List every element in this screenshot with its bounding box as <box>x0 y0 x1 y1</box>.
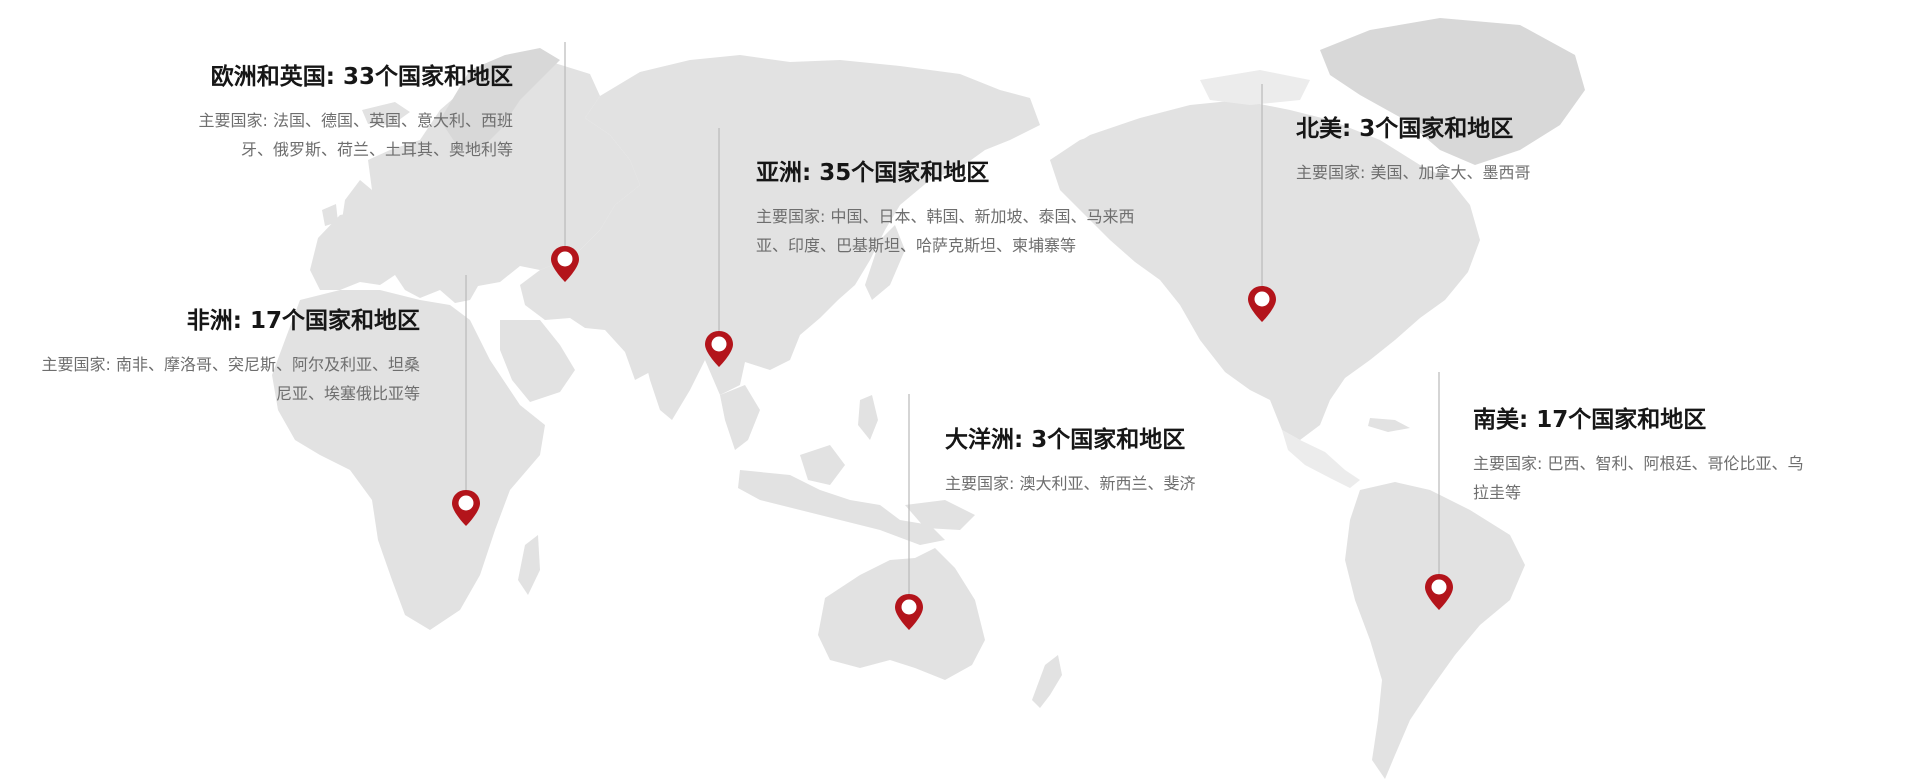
region-title: 欧洲和英国: 33个国家和地区 <box>210 64 513 90</box>
map-pin-icon[interactable] <box>703 329 735 369</box>
continent-africa <box>272 290 545 630</box>
region-countries: 主要国家: 美国、加拿大、墨西哥 <box>1296 163 1531 182</box>
region-arabia <box>500 320 575 402</box>
region-central-america <box>1282 430 1360 488</box>
island-madagascar <box>518 535 540 595</box>
region-countries: 主要国家: 法国、德国、英国、意大利、西班牙、俄罗斯、荷兰、土耳其、奥地利等 <box>198 111 513 159</box>
region-southeast-asia <box>720 385 760 450</box>
continent-europe <box>310 60 640 303</box>
map-pin-icon[interactable] <box>1246 284 1278 324</box>
islands-arctic-canada <box>1200 70 1310 105</box>
region-label-asia: 亚洲: 35个国家和地区 主要国家: 中国、日本、韩国、新加坡、泰国、马来西亚、… <box>756 158 1176 260</box>
region-label-north-america: 北美: 3个国家和地区 主要国家: 美国、加拿大、墨西哥 <box>1296 114 1696 187</box>
continent-north-america <box>1050 100 1480 440</box>
region-title: 南美: 17个国家和地区 <box>1473 407 1707 433</box>
region-title: 非洲: 17个国家和地区 <box>186 308 420 334</box>
island-ireland <box>322 204 338 226</box>
islands-philippines <box>858 395 878 440</box>
region-countries: 主要国家: 巴西、智利、阿根廷、哥伦比亚、乌拉圭等 <box>1473 454 1804 502</box>
continent-asia <box>520 55 1040 395</box>
island-britain <box>342 180 372 225</box>
region-label-africa: 非洲: 17个国家和地区 主要国家: 南非、摩洛哥、突尼斯、阿尔及利亚、坦桑尼亚… <box>0 306 420 408</box>
island-new-zealand <box>1032 655 1062 708</box>
region-label-oceania: 大洋洲: 3个国家和地区 主要国家: 澳大利亚、新西兰、斐济 <box>945 425 1345 498</box>
island-borneo <box>800 445 845 485</box>
island-new-guinea <box>905 500 975 530</box>
continent-south-america <box>1345 482 1525 779</box>
leader-lines <box>465 42 1440 600</box>
region-title: 北美: 3个国家和地区 <box>1296 116 1514 142</box>
island-iceland <box>362 102 410 125</box>
map-pin-icon[interactable] <box>1423 572 1455 612</box>
region-countries: 主要国家: 澳大利亚、新西兰、斐济 <box>945 474 1196 493</box>
island-greenland <box>1320 18 1585 165</box>
map-pin-icon[interactable] <box>893 592 925 632</box>
region-countries: 主要国家: 南非、摩洛哥、突尼斯、阿尔及利亚、坦桑尼亚、埃塞俄比亚等 <box>41 355 420 403</box>
region-label-europe: 欧洲和英国: 33个国家和地区 主要国家: 法国、德国、英国、意大利、西班牙、俄… <box>0 62 513 164</box>
region-title: 大洋洲: 3个国家和地区 <box>945 427 1186 453</box>
region-india <box>640 338 705 420</box>
region-countries: 主要国家: 中国、日本、韩国、新加坡、泰国、马来西亚、印度、巴基斯坦、哈萨克斯坦… <box>756 207 1135 255</box>
islands-caribbean <box>1368 418 1410 432</box>
continent-scandinavia <box>440 48 560 150</box>
islands-indonesia <box>738 470 945 545</box>
region-alaska <box>1050 130 1120 185</box>
region-label-south-america: 南美: 17个国家和地区 主要国家: 巴西、智利、阿根廷、哥伦比亚、乌拉圭等 <box>1473 405 1893 507</box>
map-pin-icon[interactable] <box>549 244 581 284</box>
island-japan <box>865 225 905 300</box>
region-title: 亚洲: 35个国家和地区 <box>756 160 990 186</box>
map-pin-icon[interactable] <box>450 488 482 528</box>
